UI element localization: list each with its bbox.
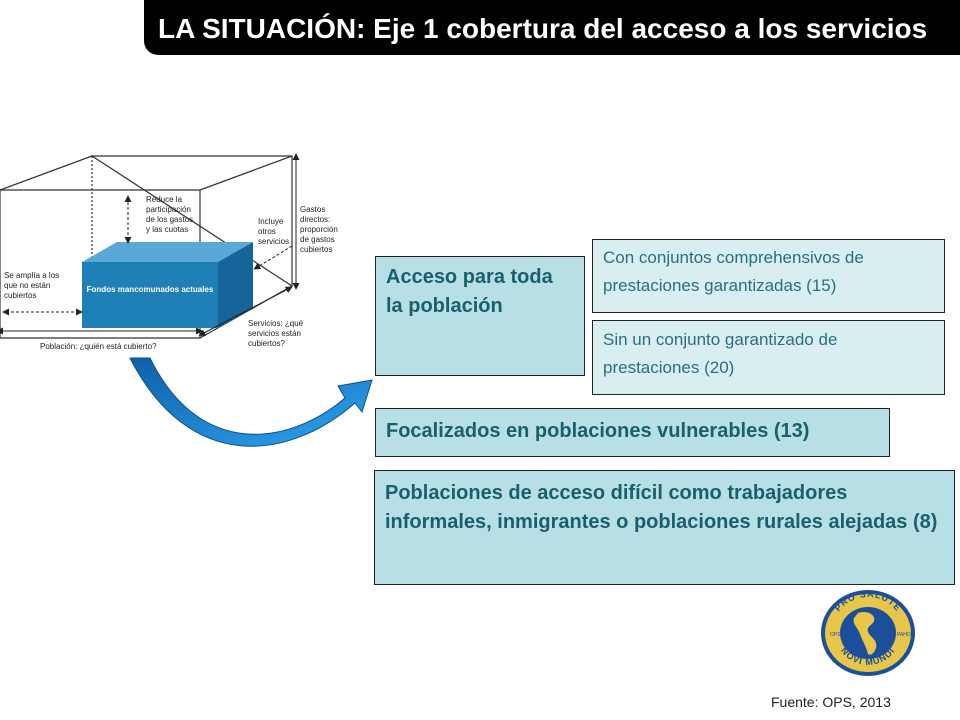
svg-text:OPS: OPS [830, 632, 841, 638]
hard-access-populations-box: Poblaciones de acceso difícil como traba… [374, 470, 955, 585]
access-all-population-box: Acceso para toda la población [375, 256, 585, 376]
curved-arrow [129, 357, 373, 447]
services-axis [198, 286, 293, 336]
coverage-cube-diagram: Fondos mancomunados actuales Reduce la p… [0, 153, 373, 447]
include-label: Incluye otros servicios [258, 217, 289, 246]
source-caption: Fuente: OPS, 2013 [771, 694, 891, 710]
focalized-vulnerable-box: Focalizados en poblaciones vulnerables (… [375, 408, 890, 457]
population-label: Población: ¿quién está cubierto? [40, 342, 157, 351]
expand-label: Se amplía a los que no están cubiertos [4, 271, 61, 300]
current-pooled-funds-block: Fondos mancomunados actuales [82, 242, 253, 328]
with-guaranteed-set-box: Con conjuntos comprehensivos de prestaci… [592, 239, 945, 313]
services-label: Servicios: ¿qué servicios están cubierto… [248, 319, 305, 348]
include-arrow [253, 245, 293, 270]
americas-icon [853, 611, 877, 655]
reduce-label: Reduce la participación de los gastos y … [146, 195, 195, 234]
svg-text:PAHO: PAHO [897, 632, 911, 638]
center-label: Fondos mancomunados actuales [87, 285, 214, 294]
gastos-label: Gastos directos: proporción de gastos cu… [300, 205, 340, 254]
slide-title: LA SITUACIÓN: Eje 1 cobertura del acceso… [144, 0, 960, 55]
pro-salute-logo: PRO SALUTE NOVI MUNDI OPS PAHO [821, 589, 915, 676]
without-guaranteed-set-box: Sin un conjunto garantizado de prestacio… [592, 320, 945, 395]
